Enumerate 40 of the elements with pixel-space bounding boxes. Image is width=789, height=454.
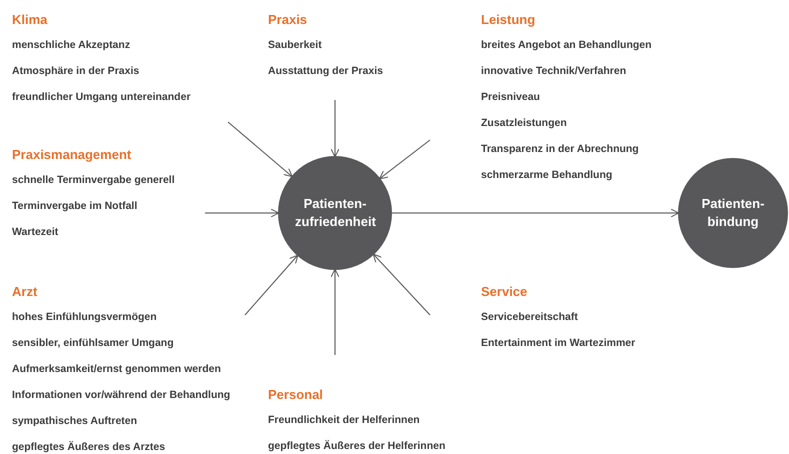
list-item: gepflegtes Äußeres des Arztes — [12, 441, 166, 454]
arrow — [379, 140, 430, 180]
list-item: Wartezeit — [12, 226, 58, 240]
list-item: sensibler, einfühlsamer Umgang — [12, 337, 174, 351]
list-item: innovative Technik/Verfahren — [481, 65, 626, 79]
arrow — [228, 122, 293, 178]
list-item: sympathisches Auftreten — [12, 415, 138, 429]
circle-node: Patienten- zufriedenheit — [278, 156, 392, 270]
list-item: Terminvergabe im Notfall — [12, 200, 138, 214]
group-heading: Leistung — [481, 12, 536, 29]
list-item: Servicebereitschaft — [481, 311, 578, 325]
group-heading: Praxismanagement — [12, 147, 132, 164]
list-item: Aufmerksamkeit/ernst genommen werden — [12, 363, 221, 377]
arrow — [330, 268, 340, 356]
list-item: Ausstattung der Praxis — [268, 65, 383, 79]
list-item: Preisniveau — [481, 91, 540, 105]
arrow — [244, 254, 298, 316]
group-heading: Arzt — [12, 284, 38, 301]
arrow — [204, 208, 280, 218]
list-item: Entertainment im Wartezimmer — [481, 337, 636, 351]
list-item: hohes Einfühlungsvermögen — [12, 311, 157, 325]
list-item: Informationen vor/während der Behandlung — [12, 389, 230, 403]
list-item: breites Angebot an Behandlungen — [481, 39, 652, 53]
list-item: Freundlichkeit der Helferinnen — [268, 414, 420, 428]
group-heading: Praxis — [268, 12, 308, 29]
group-heading: Klima — [12, 12, 48, 29]
list-item: Sauberkeit — [268, 39, 322, 53]
arrow — [372, 254, 430, 316]
list-item: Zusatzleistungen — [481, 117, 567, 131]
circle-node: Patienten- bindung — [678, 158, 788, 268]
group-heading: Service — [481, 284, 528, 301]
list-item: schnelle Terminvergabe generell — [12, 174, 175, 188]
list-item: menschliche Akzeptanz — [12, 39, 130, 53]
list-item: Transparenz in der Abrechnung — [481, 143, 639, 157]
list-item: gepflegtes Äußeres der Helferinnen — [268, 440, 446, 454]
list-item: Atmosphäre in der Praxis — [12, 65, 140, 79]
list-item: schmerzarme Behandlung — [481, 169, 612, 183]
group-heading: Personal — [268, 387, 324, 404]
arrow — [330, 100, 340, 158]
list-item: freundlicher Umgang untereinander — [12, 91, 191, 105]
